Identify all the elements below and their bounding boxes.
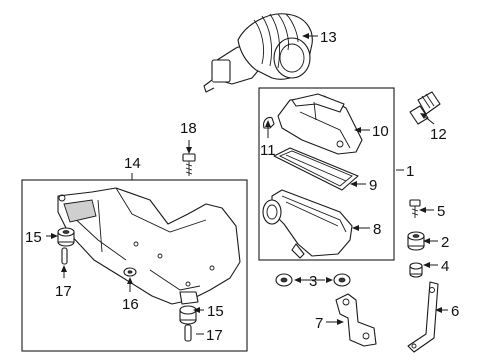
callout-2: 2 [441, 234, 449, 251]
callout-17-bottom: 17 [206, 327, 223, 344]
callout-4: 4 [441, 258, 449, 275]
callout-16: 16 [122, 296, 139, 313]
callout-10: 10 [372, 123, 389, 140]
air-duct-assembly-14 [57, 187, 241, 305]
air-filter-element [273, 147, 359, 191]
callout-13: 13 [320, 29, 337, 46]
grommet-15-left [57, 227, 75, 247]
callout-12: 12 [430, 126, 447, 143]
air-cleaner-lower-case [262, 189, 353, 259]
grommet-4 [409, 262, 423, 278]
callout-15-bottom: 15 [207, 303, 224, 320]
pin-17-bottom [184, 324, 192, 342]
callout-6: 6 [451, 303, 459, 320]
grommet-pair-3 [275, 273, 351, 287]
callout-17-left: 17 [55, 283, 72, 300]
bolt-5 [409, 199, 421, 218]
callout-1: 1 [406, 163, 414, 180]
intake-duct-hose [203, 13, 313, 93]
bolt-18 [182, 153, 196, 176]
callout-11: 11 [260, 142, 276, 159]
grommet-15-bottom [179, 305, 197, 325]
assembly-1-frame [258, 87, 395, 261]
callout-5: 5 [437, 203, 445, 220]
assembly-14-frame [21, 179, 248, 352]
callout-9: 9 [369, 177, 377, 194]
bracket-strap-6 [407, 281, 439, 353]
leader-lines [46, 33, 448, 335]
air-flow-sensor [409, 91, 441, 125]
callout-18: 18 [180, 120, 197, 137]
nut-16 [123, 267, 137, 277]
callout-15-left: 15 [25, 229, 42, 246]
callout-3: 3 [309, 273, 317, 290]
pin-17-left [61, 247, 68, 265]
callout-7: 7 [315, 315, 323, 332]
grommet-2 [407, 231, 425, 251]
callout-14: 14 [124, 155, 141, 172]
mounting-bracket-7 [335, 293, 377, 347]
callout-8: 8 [373, 221, 381, 238]
air-cleaner-upper-cover [277, 93, 363, 155]
